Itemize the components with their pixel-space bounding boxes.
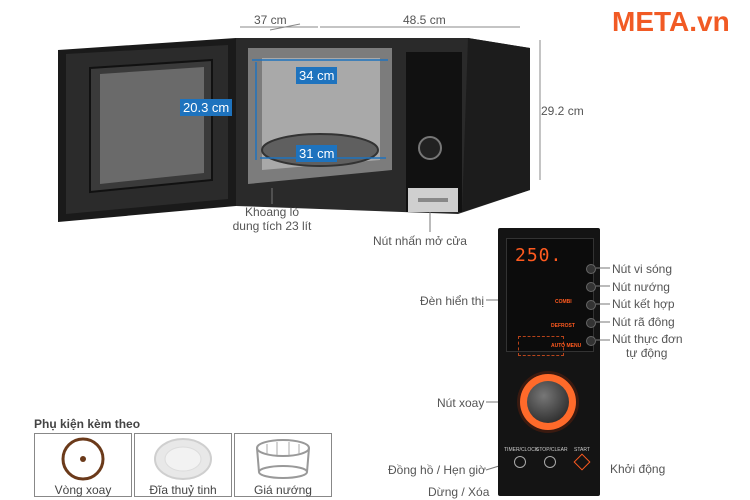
accessories-title: Phụ kiện kèm theo xyxy=(34,417,141,431)
cavity-height-tag: 20.3 cm xyxy=(180,99,233,116)
auto-menu-button[interactable] xyxy=(586,336,596,346)
label-microwave: Nút vi sóng xyxy=(612,262,673,276)
grill-button[interactable] xyxy=(586,282,596,292)
accessory-grill-rack: Giá nướng xyxy=(234,433,332,497)
indicator-auto-menu: AUTO MENU xyxy=(551,343,582,349)
start-button[interactable] xyxy=(573,453,591,471)
stop-button[interactable] xyxy=(544,456,556,468)
label-display: Đèn hiển thị xyxy=(420,294,485,308)
meta-logo: META.vn xyxy=(612,6,730,37)
accessory-label: Đĩa thuỷ tinh xyxy=(149,483,217,497)
roller-ring-icon xyxy=(61,437,105,481)
display-readout: 250. xyxy=(515,245,563,266)
cavity-width-tag: 34 cm xyxy=(296,67,338,84)
accessory-label: Vòng xoay xyxy=(54,483,112,497)
label-grill: Nút nướng xyxy=(612,280,670,294)
timer-label-small: TIMER/CLOCK xyxy=(504,447,539,453)
start-label-small: START xyxy=(574,447,590,453)
combo-button[interactable] xyxy=(586,300,596,310)
label-start: Khởi động xyxy=(610,462,666,476)
panel-leaders xyxy=(596,267,610,341)
label-dial: Nút xoay xyxy=(437,396,485,410)
label-stop: Dừng / Xóa xyxy=(428,485,490,499)
accessory-roller-ring: Vòng xoay xyxy=(34,433,132,497)
label-combo: Nút kết hợp xyxy=(612,297,675,311)
dimension-lines xyxy=(240,23,541,180)
indicator-combi: COMBI xyxy=(555,299,572,305)
label-clock: Đồng hồ / Hẹn giờ xyxy=(388,463,486,477)
height-label: 29.2 cm xyxy=(541,104,584,118)
microwave-button[interactable] xyxy=(586,264,596,274)
depth-label: 37 cm xyxy=(254,13,287,27)
accessory-label: Giá nướng xyxy=(254,483,312,497)
width-label: 48.5 cm xyxy=(403,13,446,27)
door-button-label: Nút nhấn mở cửa xyxy=(373,234,467,248)
capacity-label: Khoang lò dung tích 23 lít xyxy=(232,205,312,233)
defrost-button[interactable] xyxy=(586,318,596,328)
label-defrost: Nút rã đông xyxy=(612,315,675,329)
clock-button[interactable] xyxy=(514,456,526,468)
microwave-body xyxy=(236,38,530,214)
icon-grid xyxy=(518,336,564,356)
stop-label-small: STOP/CLEAR xyxy=(536,447,568,453)
grill-rack-icon xyxy=(256,439,310,479)
control-panel: 250. COMBI DEFROST AUTO MENU TIMER/CLOCK… xyxy=(498,228,600,496)
label-auto-menu: Nút thực đơn tự động xyxy=(612,332,683,360)
display-window: 250. COMBI DEFROST AUTO MENU xyxy=(506,238,594,352)
glass-plate-icon xyxy=(154,438,212,480)
plate-diameter-tag: 31 cm xyxy=(296,145,338,162)
accessory-glass-plate: Đĩa thuỷ tinh xyxy=(134,433,232,497)
dial-knob[interactable] xyxy=(520,374,576,430)
indicator-defrost: DEFROST xyxy=(551,323,575,329)
microwave-door xyxy=(58,38,236,222)
